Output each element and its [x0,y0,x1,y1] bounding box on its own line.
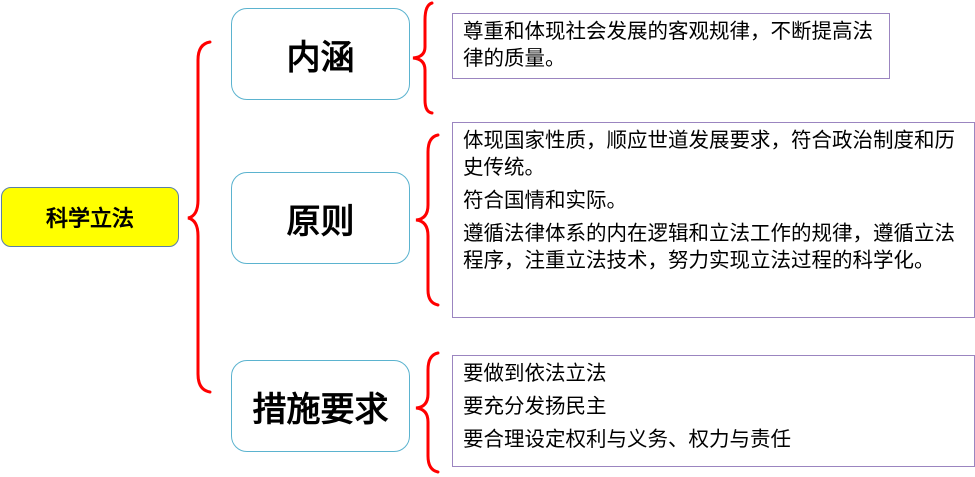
node-cuoshi: 措施要求 [231,360,410,452]
list-item: 符合国情和实际。 [463,188,627,212]
node-neihan: 内涵 [231,8,410,100]
node-label: 内涵 [286,37,355,78]
text-box-cuoshi: 要做到依法立法 要充分发扬民主 要合理设定权利与义务、权力与责任 [452,355,975,467]
list-item: 体现国家性质，顺应世道发展要求，符合政治制度和历史传统。 [463,128,955,179]
node-label: 措施要求 [252,389,389,430]
text-box-yuanze: 体现国家性质，顺应世道发展要求，符合政治制度和历史传统。 符合国情和实际。 遵循… [452,122,975,318]
list-item: 遵循法律体系的内在逻辑和立法工作的规律，遵循立法程序，注重立法技术，努力实现立法… [463,221,955,272]
list-item: 尊重和体现社会发展的客观规律，不断提高法律的质量。 [463,19,873,70]
node-yuanze: 原则 [231,172,410,264]
list-item: 要合理设定权利与义务、权力与责任 [463,427,791,451]
node-label: 原则 [286,201,355,242]
root-label: 科学立法 [45,207,134,232]
root-node: 科学立法 [1,187,179,247]
main-brace [187,40,212,394]
list-item: 要做到依法立法 [463,361,607,385]
brace-cuoshi [415,351,440,474]
brace-yuanze [415,133,440,307]
brace-neihan [412,1,434,115]
list-item: 要充分发扬民主 [463,394,607,418]
text-box-neihan: 尊重和体现社会发展的客观规律，不断提高法律的质量。 [452,13,890,79]
